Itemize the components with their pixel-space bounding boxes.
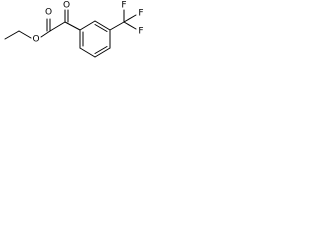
bond-methylene-ester-oxygen [18, 30, 32, 39]
ring-inner-double-1 [94, 24, 108, 32]
bond-ester-oxygen-carbonyl [40, 30, 51, 38]
bond-c-f3 [123, 21, 137, 30]
ring-bond-5 [79, 47, 96, 58]
ring-bond-2 [94, 20, 111, 31]
fluorine-label-3: F [138, 27, 143, 37]
ester-carbonyl-oxygen-label: O [45, 8, 52, 18]
keto-carbonyl-oxygen-label: O [63, 1, 70, 11]
ring-bond-4 [94, 47, 111, 58]
fluorine-label-2: F [138, 9, 143, 19]
bond-carbonyl-carbonyl [49, 21, 66, 32]
bond-methyl-methylene [4, 30, 20, 40]
bond-keto-to-ring [64, 21, 81, 31]
bond-ring-to-cf3 [109, 21, 125, 31]
bond-c-f2 [123, 14, 137, 23]
ester-oxygen-label: O [32, 35, 39, 45]
ring-bond-1 [79, 20, 96, 31]
chemical-structure: O O O F F F [4, 1, 144, 58]
fluorine-label-1: F [121, 1, 126, 11]
ring-inner-double-2 [94, 46, 108, 54]
